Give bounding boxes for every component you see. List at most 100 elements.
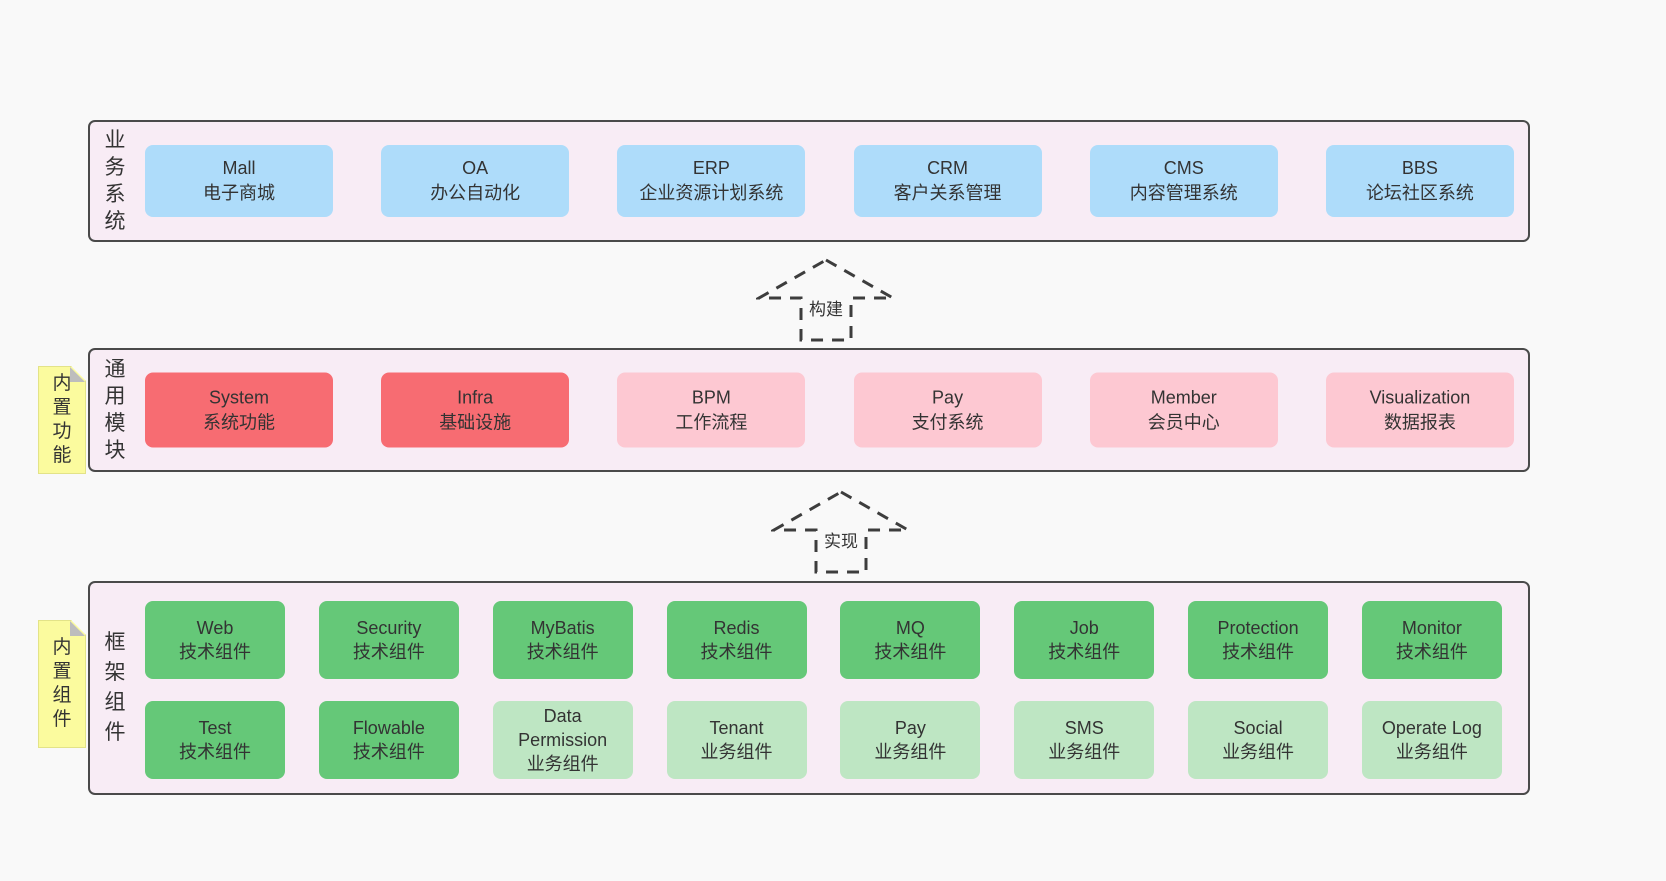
box-title: Data Permission: [518, 706, 608, 750]
box-title: CMS: [1163, 158, 1204, 178]
common-modules-panel: 通用模块 System 系统功能 Infra 基础设施 BPM 工作流程 Pay…: [88, 348, 1530, 472]
note-fold-icon: [70, 621, 85, 636]
sticky-note-builtin-features: 内置功能: [38, 366, 86, 474]
box-oa: OA 办公自动化: [381, 145, 570, 217]
box-title: Visualization: [1369, 387, 1471, 407]
box-subtitle: 技术组件: [700, 642, 773, 662]
note-fold-icon: [70, 367, 85, 382]
box-redis: Redis 技术组件: [666, 601, 807, 679]
business-box-row: Mall 电子商城 OA 办公自动化 ERP 企业资源计划系统 CRM 客户关系…: [145, 145, 1514, 217]
build-arrow: 构建: [756, 257, 896, 343]
box-subtitle: 技术组件: [352, 742, 425, 762]
box-subtitle: 技术组件: [1222, 642, 1295, 662]
panel-label-framework: 框架组件: [104, 631, 126, 744]
box-system: System 系统功能: [145, 372, 333, 448]
note-text: 内置组件: [52, 637, 72, 730]
box-title: BBS: [1401, 158, 1438, 178]
box-web: Web 技术组件: [145, 601, 285, 679]
box-subtitle: 技术组件: [179, 742, 251, 762]
box-flowable: Flowable 技术组件: [318, 701, 459, 779]
box-title: SMS: [1064, 718, 1104, 738]
box-subtitle: 数据报表: [1383, 412, 1456, 432]
box-title: Pay: [932, 387, 964, 407]
box-title: Job: [1069, 618, 1099, 638]
box-subtitle: 技术组件: [526, 642, 599, 662]
box-pay-component: Pay 业务组件: [840, 701, 981, 779]
box-subtitle: 基础设施: [439, 412, 512, 432]
box-data-permission: Data Permission 业务组件: [492, 701, 633, 779]
box-title: MQ: [895, 618, 925, 638]
box-crm: CRM 客户关系管理: [853, 145, 1042, 217]
box-bbs: BBS 论坛社区系统: [1325, 145, 1514, 217]
panel-label-modules: 通用模块: [104, 358, 126, 462]
implement-arrow-label: 实现: [820, 527, 862, 552]
box-visualization: Visualization 数据报表: [1325, 372, 1514, 448]
box-protection: Protection 技术组件: [1188, 601, 1329, 679]
box-pay: Pay 支付系统: [853, 372, 1042, 448]
box-title: Flowable: [352, 718, 425, 738]
box-title: Pay: [894, 718, 926, 738]
box-cms: CMS 内容管理系统: [1089, 145, 1278, 217]
box-subtitle: 业务组件: [700, 742, 773, 762]
framework-components-panel: 框架组件 Web 技术组件 Security 技术组件 MyBatis 技术组件…: [88, 581, 1530, 795]
box-subtitle: 会员中心: [1147, 412, 1220, 432]
box-title: CRM: [927, 158, 969, 178]
box-operate-log: Operate Log 业务组件: [1361, 701, 1502, 779]
box-subtitle: 业务组件: [1048, 742, 1121, 762]
note-text: 内置功能: [52, 373, 72, 466]
box-title: Infra: [457, 387, 494, 407]
box-subtitle: 技术组件: [1048, 642, 1121, 662]
panel-label-business: 业务系统: [104, 129, 126, 233]
box-security: Security 技术组件: [318, 601, 459, 679]
modules-box-row: System 系统功能 Infra 基础设施 BPM 工作流程 Pay 支付系统…: [145, 372, 1514, 448]
box-title: Redis: [713, 618, 760, 638]
box-subtitle: 业务组件: [526, 754, 599, 774]
box-mybatis: MyBatis 技术组件: [492, 601, 633, 679]
box-title: Monitor: [1401, 618, 1462, 638]
implement-arrow: 实现: [771, 489, 911, 575]
box-title: Member: [1150, 387, 1217, 407]
box-mq: MQ 技术组件: [840, 601, 981, 679]
box-title: Security: [356, 618, 422, 638]
box-infra: Infra 基础设施: [381, 372, 570, 448]
box-tenant: Tenant 业务组件: [666, 701, 807, 779]
box-member: Member 会员中心: [1089, 372, 1278, 448]
box-subtitle: 内容管理系统: [1129, 183, 1238, 203]
box-title: Protection: [1217, 618, 1299, 638]
box-title: System: [208, 387, 269, 407]
box-subtitle: 技术组件: [1395, 642, 1468, 662]
box-subtitle: 技术组件: [874, 642, 947, 662]
box-subtitle: 工作流程: [675, 412, 748, 432]
box-title: Test: [198, 718, 232, 738]
box-title: ERP: [692, 158, 730, 178]
build-arrow-label: 构建: [805, 295, 847, 320]
framework-box-row-2: Test 技术组件 Flowable 技术组件 Data Permission …: [145, 701, 1502, 779]
box-subtitle: 业务组件: [874, 742, 947, 762]
box-test: Test 技术组件: [145, 701, 285, 779]
box-subtitle: 客户关系管理: [893, 183, 1002, 203]
box-monitor: Monitor 技术组件: [1361, 601, 1502, 679]
box-title: Web: [196, 618, 234, 638]
box-subtitle: 论坛社区系统: [1365, 183, 1474, 203]
box-subtitle: 电子商城: [203, 183, 275, 203]
box-title: Mall: [222, 158, 256, 178]
box-subtitle: 业务组件: [1395, 742, 1468, 762]
box-subtitle: 办公自动化: [430, 183, 521, 203]
box-job: Job 技术组件: [1014, 601, 1155, 679]
box-sms: SMS 业务组件: [1014, 701, 1155, 779]
box-subtitle: 系统功能: [203, 412, 275, 432]
box-subtitle: 企业资源计划系统: [639, 183, 784, 203]
box-title: Operate Log: [1381, 718, 1482, 738]
box-title: MyBatis: [530, 618, 595, 638]
box-social: Social 业务组件: [1188, 701, 1329, 779]
business-systems-panel: 业务系统 Mall 电子商城 OA 办公自动化 ERP 企业资源计划系统 CRM…: [88, 120, 1530, 242]
box-bpm: BPM 工作流程: [617, 372, 806, 448]
box-erp: ERP 企业资源计划系统: [617, 145, 806, 217]
sticky-note-builtin-components: 内置组件: [38, 620, 86, 748]
box-subtitle: 支付系统: [911, 412, 984, 432]
box-subtitle: 技术组件: [179, 642, 251, 662]
box-subtitle: 业务组件: [1222, 742, 1295, 762]
box-title: Social: [1233, 718, 1283, 738]
box-subtitle: 技术组件: [352, 642, 425, 662]
box-title: BPM: [691, 387, 731, 407]
